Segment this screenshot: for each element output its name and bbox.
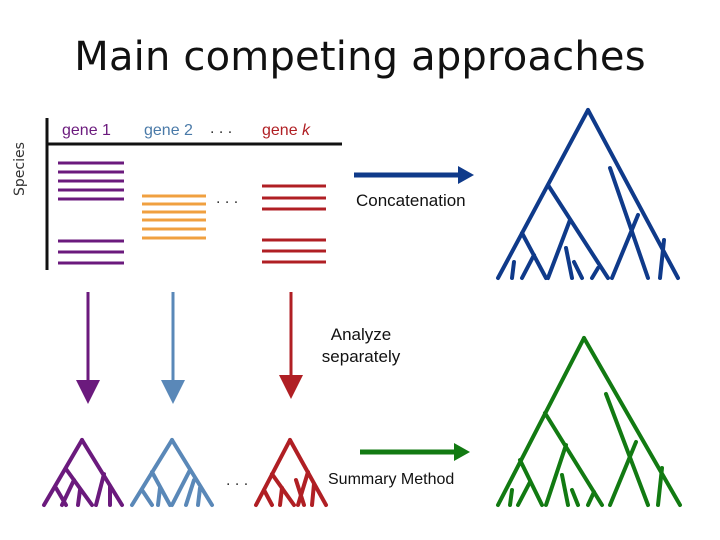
gene-k-sequences xyxy=(262,186,326,262)
summary-species-tree xyxy=(498,338,680,505)
summary-arrow xyxy=(360,443,470,461)
gene-2-tree xyxy=(132,440,212,505)
concatenation-species-tree xyxy=(498,110,678,278)
gene-k-tree xyxy=(256,440,326,505)
concatenation-arrow xyxy=(354,166,474,184)
gene-1-tree xyxy=(44,440,122,505)
gene-2-sequences xyxy=(142,196,206,238)
gene-1-sequences xyxy=(58,163,124,263)
